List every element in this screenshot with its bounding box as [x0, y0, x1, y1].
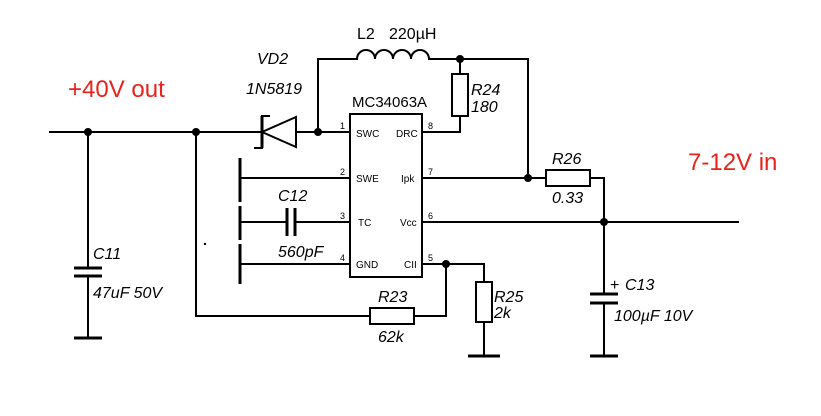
r25-value: 2k [493, 305, 512, 322]
c13-polarity: + [610, 277, 619, 294]
c12-value: 560pF [278, 244, 325, 261]
pin5-number: 5 [428, 253, 433, 263]
pin7-name: Ipk [401, 174, 415, 185]
pin8-number: 8 [428, 121, 433, 131]
c11-value: 47uF 50V [93, 285, 163, 302]
vd2-name: VD2 [257, 51, 288, 68]
pin3-number: 3 [340, 211, 345, 221]
l2-value: 220µH [389, 26, 436, 43]
pin1-name: SWC [356, 129, 379, 140]
c13-value: 100µF 10V [614, 308, 694, 325]
c12-name: C12 [278, 188, 307, 205]
r24-value: 180 [471, 99, 498, 116]
chip-label: MC34063A [352, 94, 427, 111]
pin6-name: Vcc [400, 218, 417, 229]
vd2-value: 1N5819 [246, 81, 302, 98]
pin3-name: TC [358, 218, 371, 229]
c11-name: C11 [93, 246, 121, 263]
l2-inductor [355, 49, 431, 61]
pin8-name: DRC [396, 129, 418, 140]
r23-value: 62k [378, 329, 405, 346]
pin5-name: CII [404, 260, 417, 271]
pin4-name: GND [356, 260, 378, 271]
r25-name: R25 [494, 289, 523, 306]
pin2-number: 2 [340, 167, 345, 177]
r24-resistor [451, 73, 469, 117]
r26-resistor [545, 169, 591, 187]
input-voltage-label: 7-12V in [688, 149, 777, 176]
output-voltage-label: +40V out [68, 76, 165, 103]
stray-dot [203, 242, 207, 246]
pin2-name: SWE [356, 174, 379, 185]
pin4-number: 4 [340, 253, 345, 263]
r25-resistor [475, 281, 493, 323]
l2-name: L2 [357, 26, 375, 43]
c13-name: C13 [625, 277, 654, 294]
pin7-number: 7 [428, 167, 433, 177]
r23-name: R23 [378, 289, 407, 306]
r26-name: R26 [552, 151, 581, 168]
pin6-number: 6 [428, 211, 433, 221]
r24-name: R24 [471, 82, 500, 99]
junction-pin7 [524, 174, 532, 182]
r26-value: 0.33 [552, 190, 583, 207]
mc34063a-chip [349, 113, 423, 278]
pin1-number: 1 [340, 121, 345, 131]
vd2-diode [259, 115, 297, 149]
r23-resistor [369, 307, 415, 325]
